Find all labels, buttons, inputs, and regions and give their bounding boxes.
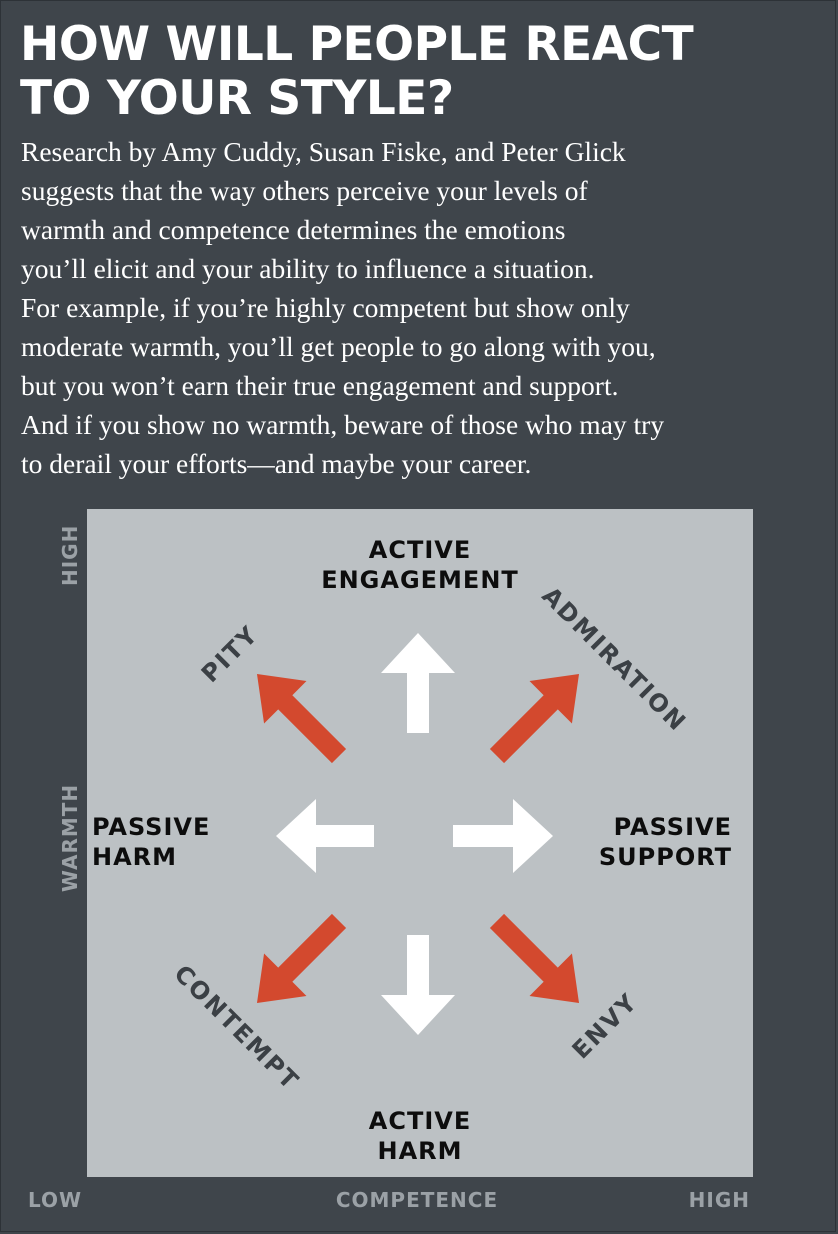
intro-line: but you won’t earn their true engagement… [21,370,619,401]
intro-line: Research by Amy Cuddy, Susan Fiske, and … [21,136,626,167]
x-axis-label: COMPETENCE [335,1188,499,1212]
x-axis-low: LOW [28,1188,83,1212]
label-line: SUPPORT [598,843,732,871]
y-axis-label: WARMTH [58,783,82,893]
arrow-up [381,633,455,733]
title-line-1: HOW WILL PEOPLE REACT [20,17,694,72]
label-active-harm: ACTIVE HARM [300,1106,540,1166]
label-line: PASSIVE [92,813,211,841]
intro-line: you’ll elicit and your ability to influe… [21,253,595,284]
arrow-upper-left [256,673,347,764]
arrow-upper-right [489,673,580,764]
label-active-engagement: ACTIVE ENGAGEMENT [300,535,540,595]
label-line: ACTIVE [368,536,472,564]
intro-line: to derail your efforts—and maybe your ca… [21,448,532,479]
label-line: ACTIVE [368,1107,472,1135]
arrow-right [453,799,553,873]
label-line: PASSIVE [613,813,732,841]
arrows-layer [256,633,580,1035]
label-line: HARM [377,1137,463,1165]
y-axis-high: HIGH [58,524,82,586]
arrow-lower-left [256,913,347,1004]
arrow-lower-right [489,913,580,1004]
page-title: HOW WILL PEOPLE REACT TO YOUR STYLE? [20,18,820,126]
arrow-left [276,799,374,873]
intro-line: moderate warmth, you’ll get people to go… [21,331,656,362]
arrow-down [381,935,455,1035]
title-line-2: TO YOUR STYLE? [20,71,454,126]
intro-line: warmth and competence determines the emo… [21,214,566,245]
label-line: ENGAGEMENT [321,566,519,594]
intro-line: And if you show no warmth, beware of tho… [21,409,665,440]
diagram-panel [87,509,753,1177]
intro-text: Research by Amy Cuddy, Susan Fiske, and … [21,132,826,483]
intro-line: For example, if you’re highly competent … [21,292,630,323]
label-passive-support: PASSIVE SUPPORT [582,812,732,872]
x-axis-high: HIGH [688,1188,750,1212]
intro-line: suggests that the way others perceive yo… [21,175,588,206]
label-line: HARM [92,843,178,871]
label-passive-harm: PASSIVE HARM [92,812,210,872]
